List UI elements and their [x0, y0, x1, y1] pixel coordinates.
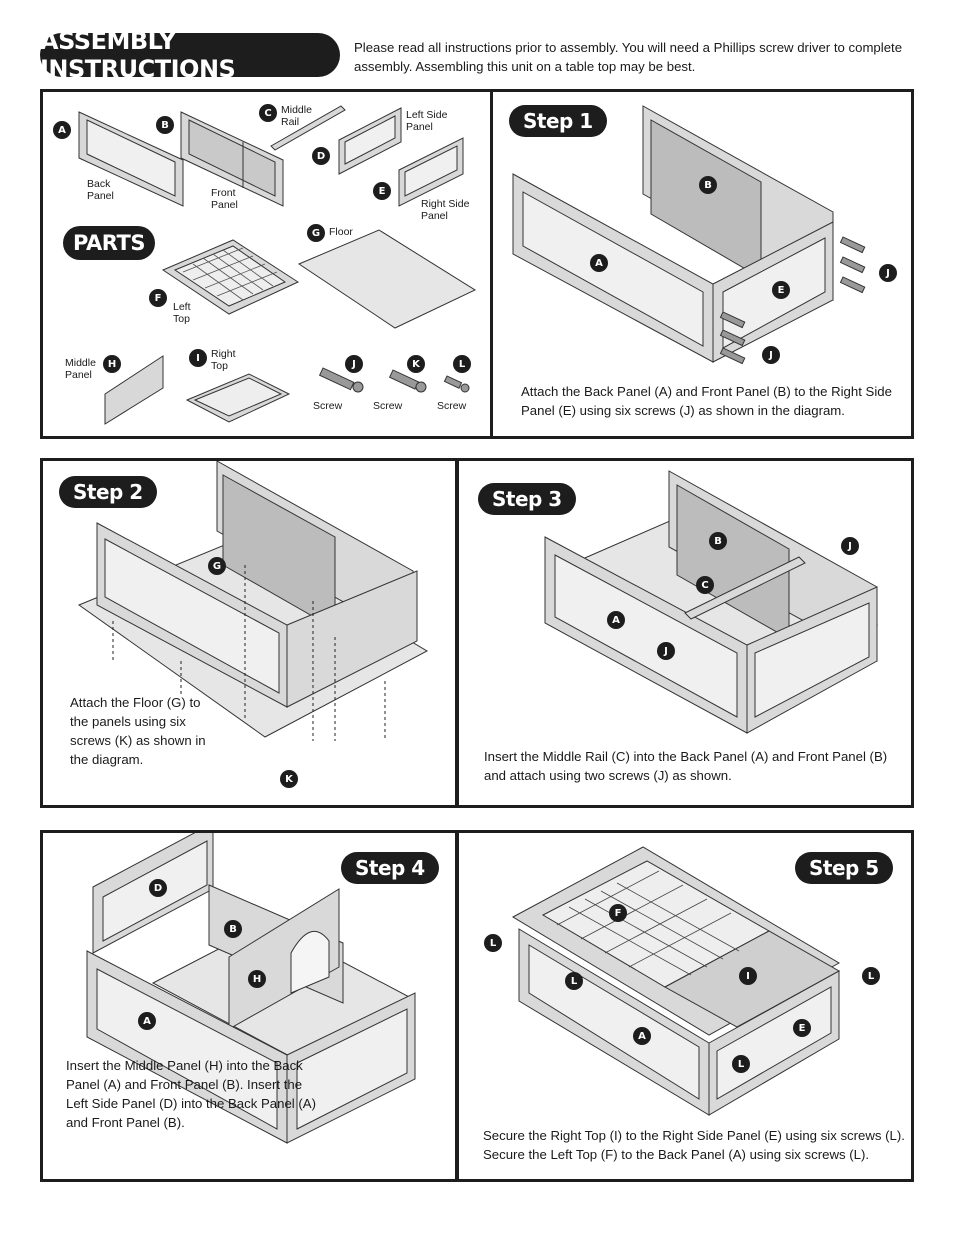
callout-b: B [709, 532, 727, 550]
parts-panel: PARTS A Back Panel B Front Panel C Middl… [40, 89, 493, 439]
callout-c: C [696, 576, 714, 594]
parts-title: PARTS [63, 226, 155, 260]
part-label-f: Left Top [173, 301, 191, 325]
part-badge-b: B [156, 116, 174, 134]
callout-f: F [609, 904, 627, 922]
page-title: ASSEMBLY INSTRUCTIONS [40, 27, 340, 83]
callout-j: J [841, 537, 859, 555]
step-3-panel: Step 3 B C A J J Insert the Middle Rail … [456, 458, 914, 808]
callout-a: A [607, 611, 625, 629]
part-badge-e: E [373, 182, 391, 200]
callout-a: A [590, 254, 608, 272]
part-label-a: Back Panel [87, 178, 114, 202]
callout-j: J [879, 264, 897, 282]
callout-e: E [793, 1019, 811, 1037]
step-4-illustration [86, 833, 416, 1144]
callout-l: L [565, 972, 583, 990]
callout-g: G [208, 557, 226, 575]
callout-i: I [739, 967, 757, 985]
step-5-label: Step 5 [795, 852, 893, 884]
step-4-panel: Step 4 D B H A Insert the Middle Panel (… [40, 830, 458, 1182]
part-label-k: Screw [373, 400, 403, 412]
callout-l: L [484, 934, 502, 952]
part-badge-i: I [189, 349, 207, 367]
step-2-text: Attach the Floor (G) to the panels using… [70, 695, 206, 767]
part-badge-l: L [453, 355, 471, 373]
step-2-label: Step 2 [59, 476, 157, 508]
parts-illustration [78, 105, 477, 425]
step-2-panel: Step 2 G K Attach the Floor (G) to the p… [40, 458, 458, 808]
callout-j: J [762, 346, 780, 364]
step-3-label: Step 3 [478, 483, 576, 515]
callout-h: H [248, 970, 266, 988]
part-label-l: Screw [437, 400, 467, 412]
part-label-j: Screw [313, 400, 343, 412]
step-3-text: Insert the Middle Rail (C) into the Back… [484, 749, 888, 783]
step-1-panel: Step 1 B A E J J Attach the Back Panel (… [490, 89, 914, 439]
part-label-i: Right Top [211, 348, 236, 372]
part-badge-c: C [259, 104, 277, 122]
part-label-d: Left Side Panel [406, 109, 448, 133]
callout-e: E [772, 281, 790, 299]
step-2-illustration [77, 461, 429, 741]
step-1-text: Attach the Back Panel (A) and Front Pane… [521, 384, 892, 418]
step-5-panel: Step 5 F L L I L A E L Secure the Right … [456, 830, 914, 1182]
step-5-text: Secure the Right Top (I) to the Right Si… [483, 1128, 905, 1162]
part-badge-h: H [103, 355, 121, 373]
part-label-b: Front Panel [211, 187, 238, 211]
callout-b: B [699, 176, 717, 194]
part-badge-f: F [149, 289, 167, 307]
part-label-c: Middle Rail [281, 104, 312, 128]
intro-text: Please read all instructions prior to as… [354, 40, 903, 74]
part-badge-j: J [345, 355, 363, 373]
callout-l: L [862, 967, 880, 985]
callout-k: K [280, 770, 298, 788]
callout-a: A [633, 1027, 651, 1045]
step-4-label: Step 4 [341, 852, 439, 884]
callout-a: A [138, 1012, 156, 1030]
callout-b: B [224, 920, 242, 938]
part-label-g: Floor [329, 226, 353, 238]
part-badge-d: D [312, 147, 330, 165]
part-badge-k: K [407, 355, 425, 373]
callout-j: J [657, 642, 675, 660]
callout-d: D [149, 879, 167, 897]
part-badge-g: G [307, 224, 325, 242]
part-label-e: Right Side Panel [421, 198, 470, 222]
step-3-illustration [544, 470, 879, 734]
part-badge-a: A [53, 121, 71, 139]
part-label-h: Middle Panel [65, 357, 96, 381]
step-4-text: Insert the Middle Panel (H) into the Bac… [66, 1058, 316, 1130]
step-1-label: Step 1 [509, 105, 607, 137]
callout-l: L [732, 1055, 750, 1073]
